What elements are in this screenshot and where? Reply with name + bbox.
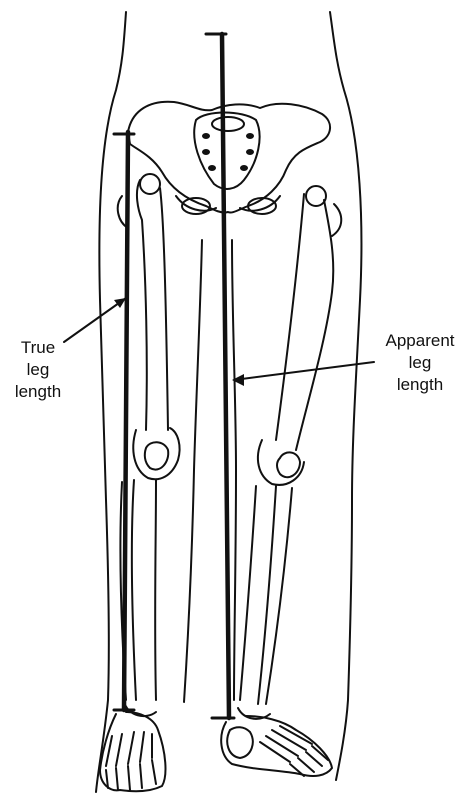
true-leg-length-label: True leg length bbox=[6, 337, 70, 403]
body-inner-leg-right bbox=[232, 240, 236, 700]
pelvis bbox=[128, 102, 330, 214]
right-metatarsals bbox=[260, 726, 312, 762]
left-foot bbox=[100, 712, 165, 791]
apparent-leg-length-label: Apparent leg length bbox=[372, 330, 468, 396]
right-foot bbox=[221, 716, 332, 776]
right-fibula bbox=[266, 488, 292, 704]
left-tibia bbox=[132, 480, 156, 700]
right-femoral-head bbox=[306, 186, 326, 206]
leader-arrows bbox=[64, 298, 374, 386]
left-femur bbox=[137, 180, 168, 430]
right-leg-bones bbox=[238, 186, 341, 719]
true-leg-leader-line bbox=[64, 298, 126, 342]
left-femoral-head bbox=[140, 174, 160, 194]
apparent-leg-length-label-line-3: length bbox=[372, 374, 468, 396]
true-leg-length-label-line-2: leg bbox=[6, 359, 70, 381]
apparent-leg-leader-line bbox=[234, 362, 374, 380]
pelvis-outline bbox=[128, 102, 330, 213]
body-right-contour bbox=[330, 12, 361, 780]
sacral-foramina bbox=[202, 133, 254, 171]
true-leg-length-line bbox=[124, 132, 128, 710]
sacral-crest bbox=[212, 117, 244, 131]
right-greater-trochanter bbox=[332, 204, 341, 236]
true-leg-length-label-line-1: True bbox=[6, 337, 70, 359]
true-leg-length-label-line-3: length bbox=[6, 381, 70, 403]
apparent-leg-length-label-line-1: Apparent bbox=[372, 330, 468, 352]
right-foot-outline bbox=[221, 716, 332, 776]
right-femur bbox=[276, 194, 333, 450]
right-patella bbox=[277, 452, 300, 477]
true-leg-arrowhead bbox=[114, 298, 126, 308]
apparent-leg-length-label-line-2: leg bbox=[372, 352, 468, 374]
left-knee bbox=[133, 428, 179, 479]
left-toes bbox=[106, 760, 156, 790]
body-left-contour bbox=[96, 12, 126, 792]
right-heel bbox=[227, 727, 253, 758]
left-patella bbox=[145, 442, 168, 469]
apparent-leg-length-line bbox=[222, 34, 229, 718]
left-metatarsals bbox=[106, 732, 152, 766]
body-inner-leg-left bbox=[184, 240, 202, 702]
